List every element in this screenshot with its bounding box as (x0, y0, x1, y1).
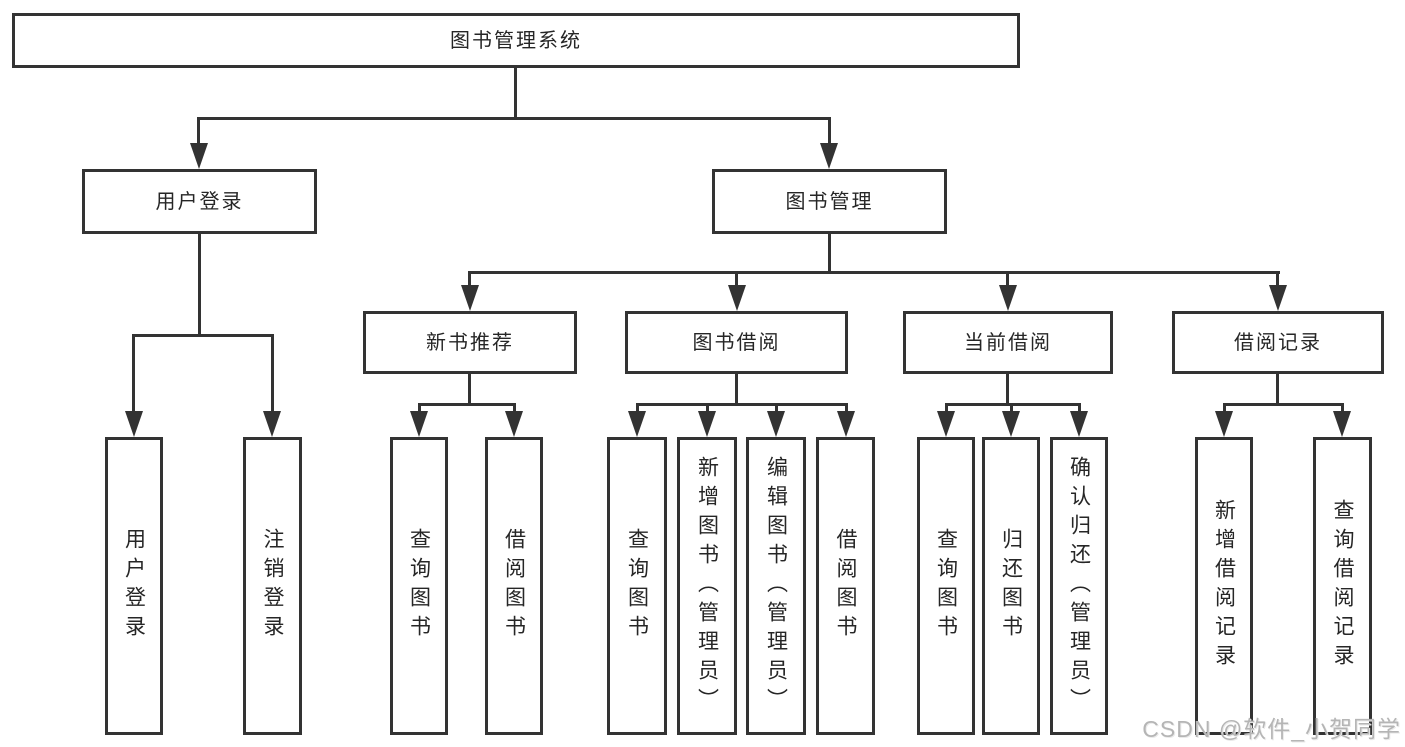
arrow-down-icon (125, 411, 143, 437)
connector-root-stem (514, 68, 517, 119)
connector-borrow-stem (735, 374, 738, 406)
leaf-query-books-borrow-label: 查询图书 (625, 528, 649, 644)
leaf-add-borrow-record: 新增借阅记录 (1195, 437, 1253, 735)
leaf-confirm-return-admin: 确认归还（管理员） (1050, 437, 1108, 735)
connector-drop (271, 334, 274, 414)
leaf-add-books-admin-label: 新增图书（管理员） (695, 455, 719, 717)
connector-drop (513, 403, 516, 415)
connector-drop (1006, 271, 1009, 289)
connector-bookmgmt-stem (828, 234, 831, 274)
leaf-add-borrow-record-label: 新增借阅记录 (1212, 499, 1236, 673)
arrow-down-icon (767, 411, 785, 437)
leaf-user-login: 用户登录 (105, 437, 163, 735)
node-root: 图书管理系统 (12, 13, 1020, 68)
leaf-edit-books-admin: 编辑图书（管理员） (746, 437, 806, 735)
connector-drop (1078, 403, 1081, 415)
node-book-borrowing: 图书借阅 (625, 311, 848, 374)
arrow-down-icon (505, 411, 523, 437)
connector-userlogin-stem (198, 234, 201, 337)
connector-drop (1341, 403, 1344, 415)
leaf-borrow-books: 借阅图书 (816, 437, 875, 735)
node-new-book-recommend: 新书推荐 (363, 311, 577, 374)
connector-drop (845, 403, 848, 415)
node-user-login: 用户登录 (82, 169, 317, 234)
leaf-user-login-label: 用户登录 (122, 528, 146, 644)
node-new-book-recommend-label: 新书推荐 (426, 331, 514, 354)
leaf-borrow-books-recommend-label: 借阅图书 (502, 528, 526, 644)
node-book-management-label: 图书管理 (785, 190, 874, 213)
leaf-query-books-current: 查询图书 (917, 437, 975, 735)
connector-drop (1276, 271, 1279, 289)
connector-borrow-rail (636, 403, 848, 406)
arrow-down-icon (698, 411, 716, 437)
leaf-borrow-books-recommend: 借阅图书 (485, 437, 543, 735)
arrow-down-icon (820, 143, 838, 169)
leaf-logout: 注销登录 (243, 437, 302, 735)
arrow-down-icon (461, 285, 479, 311)
leaf-query-books-recommend: 查询图书 (390, 437, 448, 735)
connector-userlogin-rail (132, 334, 274, 337)
arrow-down-icon (628, 411, 646, 437)
leaf-edit-books-admin-label: 编辑图书（管理员） (764, 455, 788, 717)
connector-newbook-stem (468, 374, 471, 406)
leaf-query-books-borrow: 查询图书 (607, 437, 667, 735)
connector-drop (1010, 403, 1013, 415)
csdn-watermark: CSDN @软件_小贺同学 (1142, 716, 1401, 742)
arrow-down-icon (263, 411, 281, 437)
leaf-borrow-books-label: 借阅图书 (834, 528, 857, 644)
arrow-down-icon (1002, 411, 1020, 437)
arrow-down-icon (1333, 411, 1351, 437)
node-current-borrowing: 当前借阅 (903, 311, 1113, 374)
connector-drop (828, 117, 831, 147)
arrow-down-icon (837, 411, 855, 437)
connector-drop (418, 403, 421, 415)
leaf-query-borrow-record-label: 查询借阅记录 (1331, 499, 1354, 673)
connector-current-stem (1006, 374, 1009, 406)
connector-records-stem (1276, 374, 1279, 406)
leaf-query-borrow-record: 查询借阅记录 (1313, 437, 1372, 735)
leaf-return-books-label: 归还图书 (999, 528, 1023, 644)
node-borrowing-records: 借阅记录 (1172, 311, 1384, 374)
arrow-down-icon (1215, 411, 1233, 437)
node-book-management: 图书管理 (712, 169, 947, 234)
arrow-down-icon (999, 285, 1017, 311)
leaf-query-books-current-label: 查询图书 (934, 528, 958, 644)
connector-drop (775, 403, 778, 415)
connector-drop (706, 403, 709, 415)
arrow-down-icon (728, 285, 746, 311)
connector-drop (468, 271, 471, 289)
leaf-return-books: 归还图书 (982, 437, 1040, 735)
arrow-down-icon (1070, 411, 1088, 437)
connector-drop (1223, 403, 1226, 415)
connector-records-rail (1223, 403, 1344, 406)
connector-drop (945, 403, 948, 415)
connector-newbook-rail (418, 403, 516, 406)
node-borrowing-records-label: 借阅记录 (1234, 331, 1322, 354)
connector-current-rail (945, 403, 1081, 406)
connector-drop (197, 117, 200, 147)
leaf-logout-label: 注销登录 (261, 528, 284, 644)
connector-root-rail (197, 117, 831, 120)
arrow-down-icon (410, 411, 428, 437)
arrow-down-icon (1269, 285, 1287, 311)
leaf-confirm-return-admin-label: 确认归还（管理员） (1067, 455, 1091, 717)
node-book-borrowing-label: 图书借阅 (692, 331, 781, 354)
node-user-login-label: 用户登录 (155, 190, 244, 213)
connector-drop (132, 334, 135, 414)
arrow-down-icon (937, 411, 955, 437)
connector-drop (636, 403, 639, 415)
leaf-add-books-admin: 新增图书（管理员） (677, 437, 737, 735)
node-root-label: 图书管理系统 (450, 29, 582, 52)
leaf-query-books-recommend-label: 查询图书 (407, 528, 431, 644)
arrow-down-icon (190, 143, 208, 169)
connector-bookmgmt-rail (468, 271, 1280, 274)
node-current-borrowing-label: 当前借阅 (964, 331, 1052, 354)
connector-drop (735, 271, 738, 289)
